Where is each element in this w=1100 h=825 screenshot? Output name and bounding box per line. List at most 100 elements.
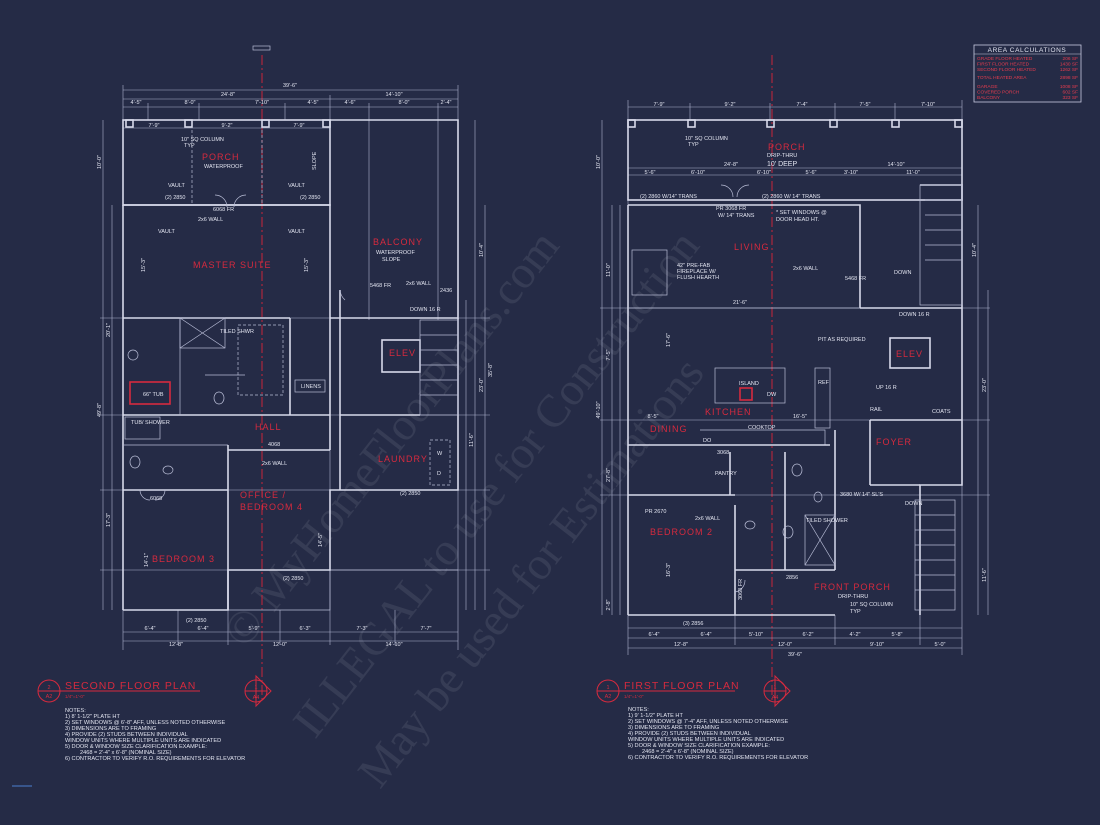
label: PR 3068 FR — [716, 206, 746, 212]
label: W — [437, 451, 443, 457]
dimension: 16'-5" — [793, 414, 807, 420]
label: DRIP-THRU — [767, 153, 797, 159]
area-label: GARAGE — [977, 84, 998, 90]
dimension: 11'-0" — [606, 263, 612, 277]
label: 2x6 WALL — [262, 461, 287, 467]
label: WATERPROOF — [376, 250, 415, 256]
label: RAIL — [870, 407, 882, 413]
label: DOWN — [894, 270, 911, 276]
plan-title-first-floor: FIRST FLOOR PLAN — [624, 680, 740, 692]
note: 3) DIMENSIONS ARE TO FRAMING — [628, 725, 719, 731]
area-value: 1430 SF — [1060, 62, 1078, 68]
dimension: 8'-0" — [399, 100, 410, 106]
dimension: 11'-6" — [982, 568, 988, 582]
room-balcony: BALCONY — [373, 237, 423, 247]
area-value: 206 SF — [1063, 56, 1079, 62]
note: 2) SET WINDOWS @ 6'-8" AFF, UNLESS NOTED… — [65, 720, 225, 726]
note: 6) CONTRACTOR TO VERIFY R.O. REQUIREMENT… — [628, 755, 808, 761]
dimension: 10'-0" — [596, 155, 602, 169]
dimension: 24'-8" — [221, 92, 235, 98]
room-foyer: FOYER — [876, 437, 912, 447]
dimension: 35'-8" — [488, 363, 494, 377]
label: 2436 — [440, 288, 452, 294]
section-sheet: A4 — [772, 695, 779, 701]
note: 5) DOOR & WINDOW SIZE CLARIFICATION EXAM… — [65, 744, 207, 750]
label: DRIP-THRU — [838, 594, 868, 600]
note: WINDOW UNITS WHERE MULTIPLE UNITS ARE IN… — [65, 738, 221, 744]
label: DOOR HEAD HT. — [776, 217, 820, 223]
label: DW — [767, 392, 777, 398]
drawing-tag-number: 2 — [47, 685, 50, 691]
note: 2468 = 2'-4" x 6'-8" (NOMINAL SIZE) — [80, 750, 172, 756]
area-label: COVERED PORCH — [977, 90, 1020, 96]
room-elevator-2f: ELEV — [389, 348, 416, 358]
section-sheet: A4 — [253, 695, 260, 701]
dimension: 23'-0" — [982, 378, 988, 392]
note: 4) PROVIDE (2) STUDS BETWEEN INDIVIDUAL — [628, 731, 751, 737]
note: 6) CONTRACTOR TO VERIFY R.O. REQUIREMENT… — [65, 756, 245, 762]
area-calculations-title: AREA CALCULATIONS — [988, 47, 1067, 54]
label: 10" SQ COLUMN — [850, 602, 893, 608]
label: TYP — [688, 142, 699, 148]
area-calculations-table: AREA CALCULATIONS GRADE FLOOR HEATED 206… — [973, 44, 1082, 103]
dimension: 7'-9" — [654, 102, 665, 108]
dimension: 39'-6" — [283, 83, 297, 89]
first-floor-plan: PORCH LIVING ELEV KITCHEN DINING FOYER B… — [596, 55, 990, 761]
label: VAULT — [158, 229, 176, 235]
dimension: 5'-6" — [645, 170, 656, 176]
dimension: 14'-10" — [887, 162, 904, 168]
dimension: 49'-8" — [97, 403, 103, 417]
dimension: 3'-10" — [844, 170, 858, 176]
label: 10" SQ COLUMN — [685, 136, 728, 142]
dimension: 6'-4" — [701, 632, 712, 638]
label: 2x6 WALL — [406, 281, 431, 287]
label: (2) 2850 — [300, 195, 321, 201]
note: NOTES: — [65, 708, 86, 714]
room-office-line1: OFFICE / — [240, 490, 286, 500]
dimension: 27'-8" — [606, 468, 612, 482]
label: (2) 2860 W/14" TRANS — [640, 194, 697, 200]
label: DOWN 16 R — [410, 307, 441, 313]
plan-scale: 1/4"=1'-0" — [624, 694, 644, 699]
label: WATERPROOF — [204, 164, 243, 170]
label: LINENS — [301, 384, 321, 390]
label: PR 2670 — [645, 509, 666, 515]
room-bedroom-3: BEDROOM 3 — [152, 554, 215, 564]
label: PIT AS REQUIRED — [818, 337, 866, 343]
area-value: 1008 SF — [1060, 84, 1078, 90]
drawing-tag-sheet: A2 — [46, 694, 53, 700]
label: 10' DEEP — [767, 161, 797, 168]
label: VAULT — [168, 183, 186, 189]
dimension: 5'-6" — [806, 170, 817, 176]
label: 2x6 WALL — [793, 266, 818, 272]
dimension: 15'-3" — [304, 258, 310, 272]
room-elevator-1f: ELEV — [896, 349, 923, 359]
plan-title-second-floor: SECOND FLOOR PLAN — [65, 680, 196, 692]
dimension: 5'-9" — [249, 626, 260, 632]
label: 3068 — [717, 450, 729, 456]
label: UP 16 R — [876, 385, 897, 391]
label: (2) 2860 W/ 14" TRANS — [762, 194, 821, 200]
label: * SET WINDOWS @ — [776, 210, 827, 216]
room-hall: HALL — [255, 422, 282, 432]
label: TYP — [184, 143, 195, 149]
dimension: 9'-10" — [870, 642, 884, 648]
dimension: 7'-5" — [606, 349, 612, 360]
room-laundry: LAUNDRY — [378, 454, 428, 464]
dimension: 7'-9" — [149, 123, 160, 129]
section-number: 1 — [254, 685, 257, 691]
label: COOKTOP — [748, 425, 776, 431]
area-value: 1262 SF — [1060, 67, 1078, 73]
dimension: 6'-3" — [300, 626, 311, 632]
dimension: 12'-0" — [778, 642, 792, 648]
note: 2468 = 2'-4" x 6'-8" (NOMINAL SIZE) — [642, 749, 734, 755]
dimension: 49'-10" — [596, 401, 602, 418]
dimension: 16'-3" — [666, 563, 672, 577]
label: D — [437, 471, 441, 477]
label: COATS — [932, 409, 951, 415]
room-porch-2f: PORCH — [202, 152, 240, 162]
dimension: 7'-4" — [797, 102, 808, 108]
label: FIREPLACE W/ — [677, 269, 716, 275]
label: 5468 FR — [845, 276, 866, 282]
